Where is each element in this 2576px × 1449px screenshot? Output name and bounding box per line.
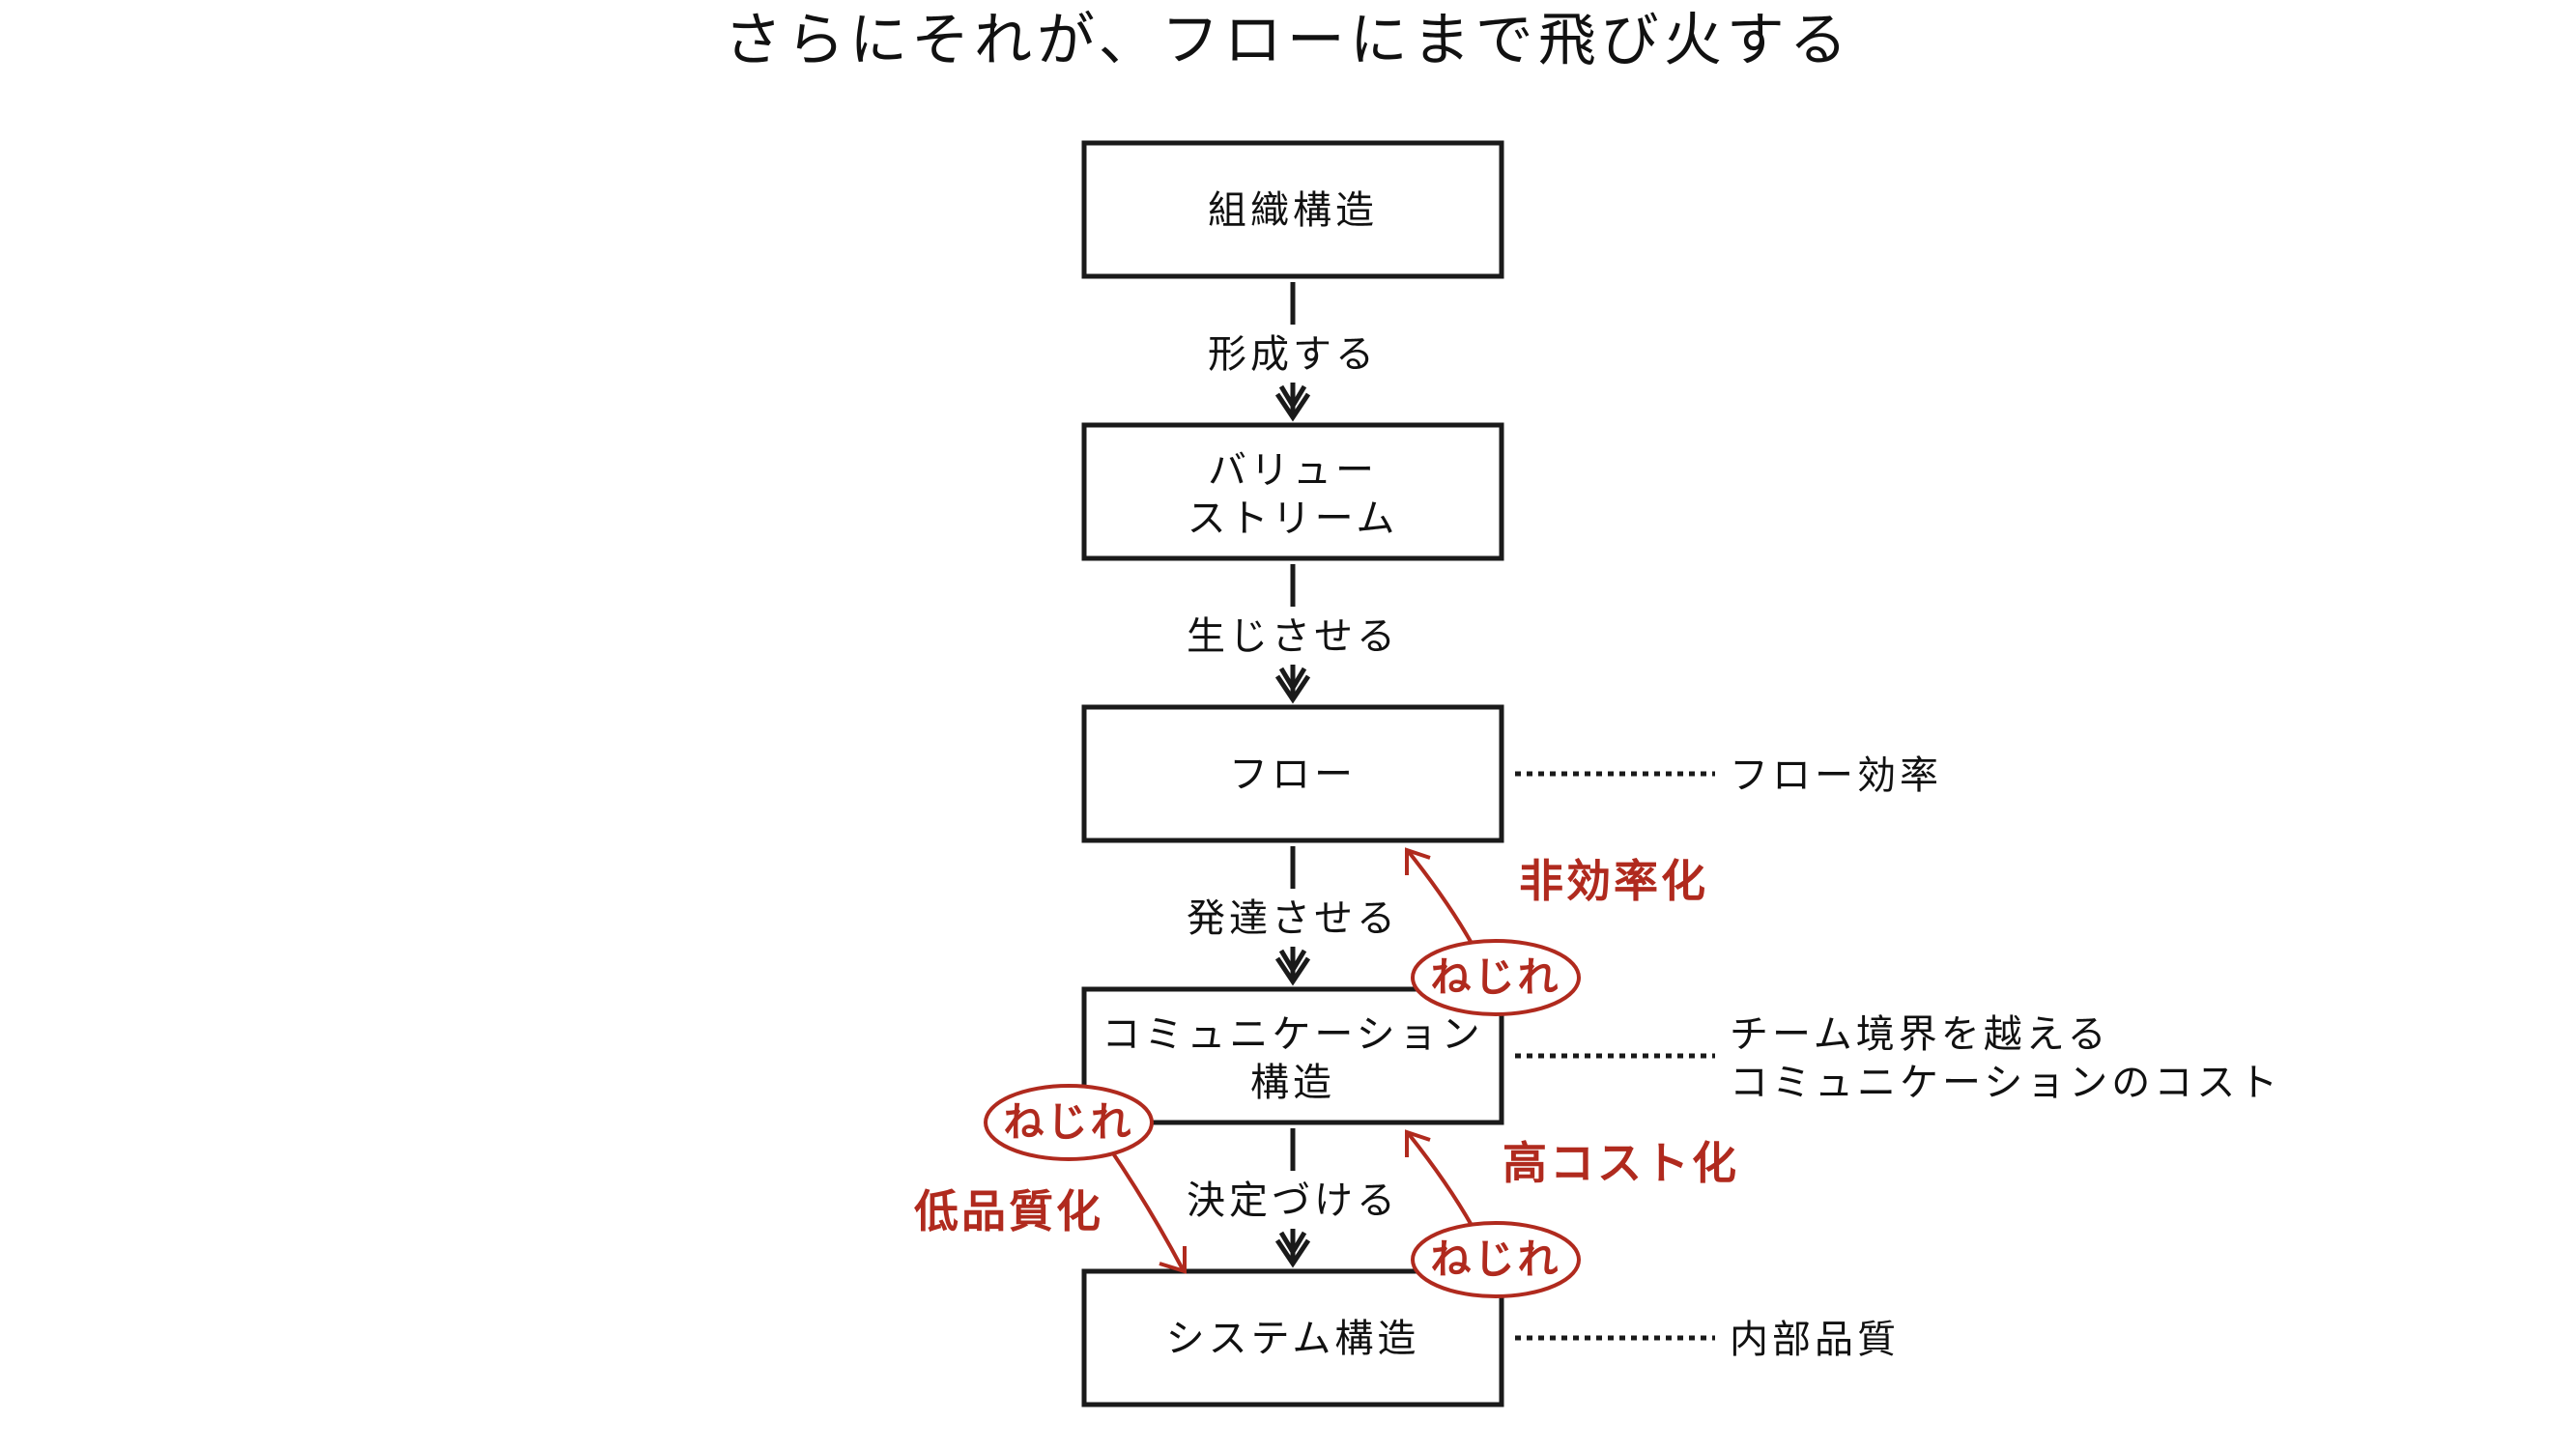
connector-produces: 生じさせる: [1187, 564, 1399, 704]
note-internal-quality: 内部品質: [1515, 1318, 1900, 1362]
page-title: さらにそれが、フローにまで飛び火する: [724, 7, 1852, 74]
twist-low-quality-label: 低品質化: [914, 1185, 1103, 1237]
connector-develops: 発達させる: [1187, 846, 1399, 986]
box-org-structure-label: 組織構造: [1208, 188, 1378, 233]
connector-forms-label: 形成する: [1208, 332, 1378, 377]
note-flow-efficiency: フロー効率: [1515, 753, 1942, 798]
twist-high-cost: 高コスト化 ねじれ: [1405, 1129, 1739, 1298]
twist-high-cost-label: 高コスト化: [1503, 1137, 1739, 1189]
box-comm-structure-label-2: 構造: [1250, 1061, 1335, 1105]
connector-determines-label: 決定づける: [1187, 1179, 1399, 1223]
box-system-structure-label: システム構造: [1166, 1317, 1420, 1361]
twist-label-upper: ねじれ: [1430, 953, 1560, 1001]
note-internal-quality-label: 内部品質: [1730, 1318, 1900, 1362]
note-comm-cost: チーム境界を越える コミュニケーションのコスト: [1515, 1012, 2281, 1105]
note-comm-cost-label-1: チーム境界を越える: [1730, 1012, 2110, 1057]
twist-low-quality: 低品質化 ねじれ: [914, 1084, 1187, 1274]
box-value-stream-label-1: バリュー: [1208, 448, 1378, 493]
box-system-structure: システム構造: [1081, 1268, 1504, 1407]
twist-label-lower: ねじれ: [1430, 1236, 1560, 1283]
box-comm-structure-label-1: コミュニケーション: [1102, 1012, 1483, 1057]
twist-label-left: ねじれ: [1003, 1098, 1133, 1146]
twist-inefficiency: 非効率化 ねじれ: [1405, 847, 1708, 1016]
note-comm-cost-label-2: コミュニケーションのコスト: [1730, 1061, 2281, 1105]
connector-determines: 決定づける: [1187, 1128, 1399, 1268]
connector-develops-label: 発達させる: [1187, 896, 1399, 941]
connector-forms: 形成する: [1208, 282, 1378, 422]
box-flow: フロー: [1081, 704, 1504, 843]
box-value-stream-label-2: ストリーム: [1188, 497, 1399, 541]
box-flow-label: フロー: [1229, 753, 1357, 797]
box-value-stream: バリュー ストリーム: [1081, 422, 1504, 561]
box-comm-structure: コミュニケーション 構造: [1081, 986, 1504, 1125]
twist-inefficiency-label: 非効率化: [1519, 855, 1708, 907]
connector-produces-label: 生じさせる: [1187, 614, 1399, 659]
note-flow-efficiency-label: フロー効率: [1730, 753, 1942, 798]
box-org-structure: 組織構造: [1081, 140, 1504, 279]
